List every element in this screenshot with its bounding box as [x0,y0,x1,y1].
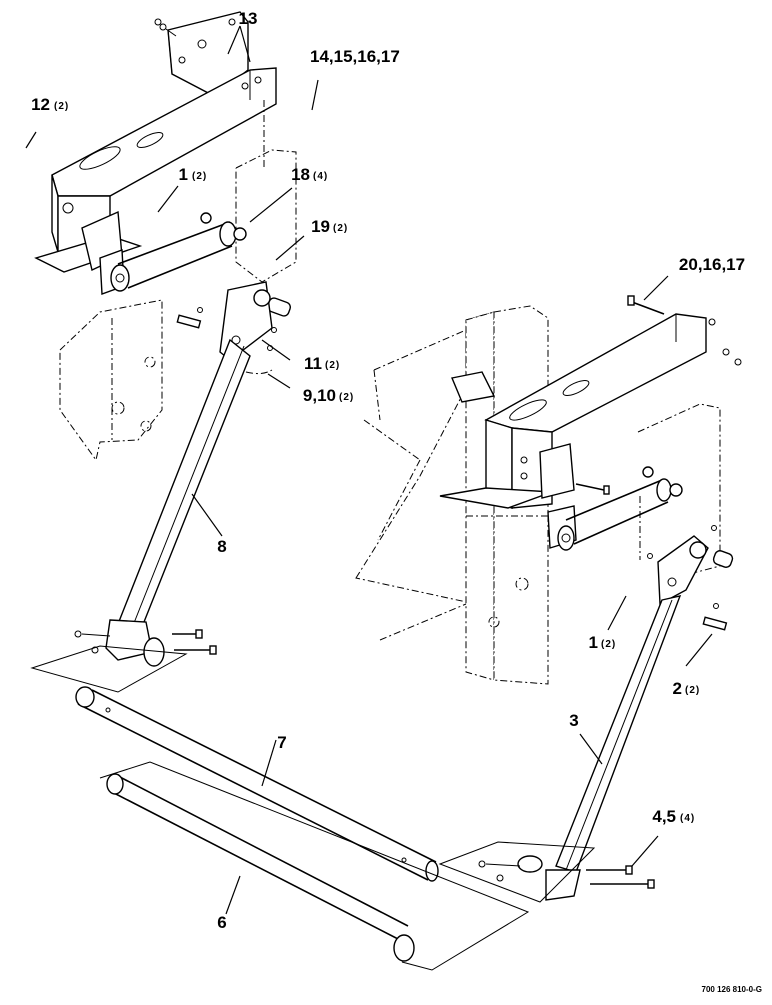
callout-1-right: 1 [589,633,598,652]
arm-3-base-bolts [478,860,655,889]
callout-6: 6 [217,913,226,932]
callout-2-qty: (2) [685,685,700,696]
drawing-number: 700 126 810-0-G [702,985,763,994]
callout-13: 13 [239,9,258,28]
arm-8-base-bolts [74,629,217,655]
leader-lines [25,25,713,915]
arm-3-strut [517,525,734,901]
callout-1-left: 1 [179,165,188,184]
callout-8: 8 [217,537,226,556]
callout-9-10: 9,10 [303,386,336,405]
callout-11: 11 [304,354,322,373]
tube-7 [75,686,439,882]
left-support-post-outline [59,299,163,462]
callout-19-qty: (2) [333,223,348,234]
callout-12-qty: (2) [54,101,69,112]
callout-18: 18 [291,165,310,184]
callout-7: 7 [277,733,286,752]
callout-4-5: 4,5 [652,807,676,826]
left-frame-arm [34,67,277,273]
top-mounting-bracket [154,11,249,97]
callout-11-qty: (2) [325,360,340,371]
right-top-hardware [627,295,742,366]
callout-18-qty: (4) [313,171,328,182]
right-frame-arm [439,313,707,509]
callout-20-16-17: 20,16,17 [679,255,745,274]
arm-8-strut [105,281,273,667]
callout-1-right-qty: (2) [601,639,616,650]
tube-floor-plane [99,761,530,971]
callout-9-10-qty: (2) [339,392,354,403]
callout-19: 19 [311,217,330,236]
callout-3: 3 [569,711,578,730]
right-floor-plate [438,841,596,903]
callout-14-15-16-17: 14,15,16,17 [310,47,400,66]
left-hydraulic-cylinder [81,210,247,295]
callout-12: 12 [31,95,50,114]
callout-4-5-qty: (4) [680,813,695,824]
callout-1-left-qty: (2) [192,171,207,182]
left-floor-plate [30,645,188,693]
right-hydraulic-cylinder [539,443,683,551]
tube-6 [106,773,415,962]
callout-2: 2 [673,679,682,698]
